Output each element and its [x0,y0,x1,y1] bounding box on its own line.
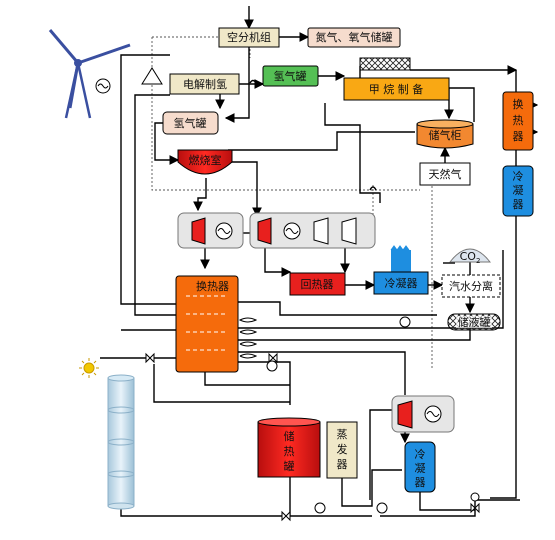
storage-tank-hot-char-1: 热 [284,445,295,458]
electrolysis-unit: 电解制氢 [169,73,240,95]
heat-exchanger-right-char-1: 热 [513,114,524,127]
heat-exchanger-right: 换 热 器 [502,91,534,151]
co2-label: CO2 [460,250,481,265]
recuperator: 回热器 [289,272,346,296]
storage-tank-right-label: 储液罐 [458,315,491,329]
pump-icons [266,316,480,514]
electrolysis-label: 电解制氢 [183,77,227,91]
hydrogen-tank: 氢气罐 [162,111,219,135]
natural-gas-label: 天然气 [429,167,462,181]
natural-gas-box: 天然气 [419,162,471,186]
n2-o2-tank: 氮气、氧气储罐 [307,27,401,48]
storage-tank-hot-char-0: 储 [284,429,295,443]
condenser-right-top-char-2: 器 [513,198,524,211]
turbine-panel-left [177,212,244,249]
methanation-unit: 甲 烷 制 备 [343,57,450,101]
condenser-bottom-char-2: 器 [415,476,426,489]
coil-icon [238,317,258,359]
valve-icons [145,352,480,522]
solar-collector [107,374,135,510]
gas-holder-label: 储气柜 [429,128,462,142]
combustor: 燃烧室 [177,149,233,175]
storage-tank-hot-char-2: 罐 [284,460,295,473]
condenser-bottom-char-1: 凝 [415,461,426,475]
evaporator-char-1: 发 [337,442,348,456]
air-separation-unit: 空分机组 [218,27,280,48]
condenser-bottom: 冷 凝 器 [404,441,436,493]
heat-exchanger-right-char-2: 器 [513,130,524,143]
thermal-storage-tank: 储 热 罐 [257,417,321,478]
water-separator: CO2 汽水分离 [441,248,501,298]
n2-o2-tank-label: 氮气、氧气储罐 [316,30,393,44]
water-separation-label: 汽水分离 [449,279,493,293]
heat-exchanger-right-char-0: 换 [513,97,524,111]
hydrogen-tank-label: 氢气罐 [174,116,207,130]
condenser-right-top-char-0: 冷 [513,170,524,183]
condenser-right-top-char-1: 凝 [513,183,524,197]
heat-exchanger-main-label: 换热器 [196,279,229,293]
condenser-bottom-char-0: 冷 [415,448,426,461]
hydrogen-tank-top-label: 氢气罐 [274,69,307,83]
sun-icon [79,358,99,378]
air-separation-label: 空分机组 [227,30,271,44]
recuperator-label: 回热器 [301,278,334,291]
rectifier-icon [141,67,163,85]
turbine-panel-right [249,212,376,249]
methanation-label: 甲 烷 制 备 [369,82,424,96]
gas-holder: 储气柜 [416,119,474,149]
wind-turbine-icon [48,29,131,119]
condenser-mid: 冷凝器 [373,245,429,295]
evaporator: 蒸 发 器 [326,421,358,479]
hydrogen-tank-top: 氢气罐 [262,65,319,87]
combustor-label: 燃烧室 [189,153,222,167]
turbine-panel-bottom [391,395,455,433]
process-lines [100,6,539,517]
condenser-right-top: 冷 凝 器 [502,165,534,217]
wire-crossings [249,79,377,191]
heat-exchanger-main: 换热器 [175,275,239,373]
storage-tank-right: 储液罐 [447,313,501,331]
evaporator-char-2: 器 [337,458,348,471]
condenser-mid-label: 冷凝器 [385,276,418,290]
evaporator-char-0: 蒸 [337,428,348,441]
